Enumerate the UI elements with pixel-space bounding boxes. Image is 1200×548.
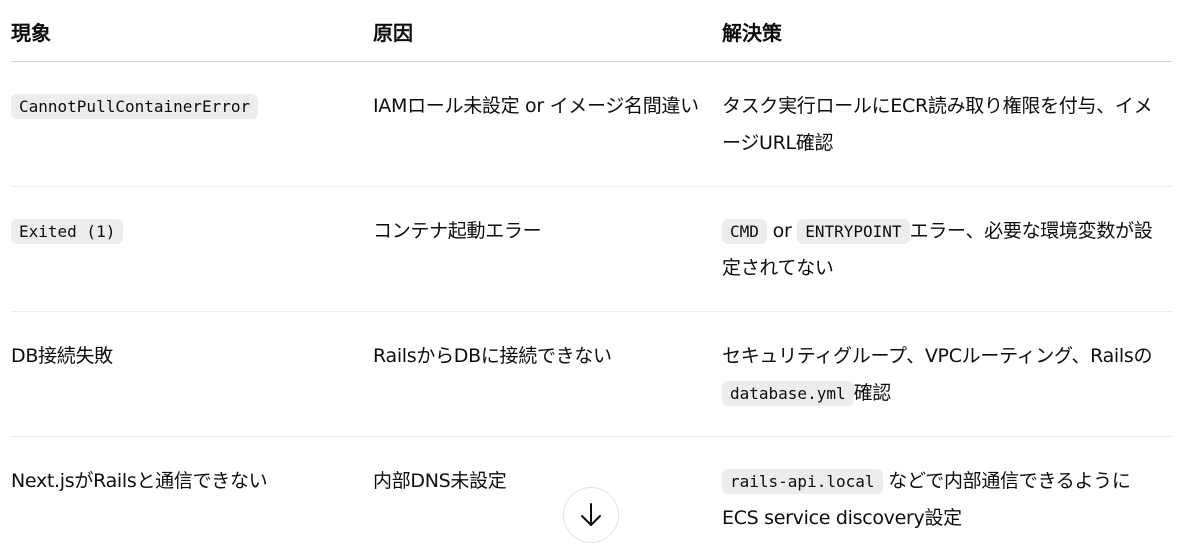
symptom-cell: CannotPullContainerError bbox=[11, 61, 373, 187]
solution-text: エラー、必要な環境変数が設定されてない bbox=[722, 219, 1153, 279]
scroll-to-bottom-button[interactable] bbox=[563, 487, 619, 543]
table-header-row: 現象 原因 解決策 bbox=[11, 0, 1172, 62]
arrow-down-icon bbox=[579, 502, 603, 528]
troubleshooting-table: 現象 原因 解決策 CannotPullContainerError IAMロー… bbox=[11, 0, 1172, 548]
cause-cell: 内部DNS未設定 bbox=[373, 469, 507, 492]
cause-cell: RailsからDBに接続できない bbox=[373, 311, 722, 437]
table-row: DB接続失敗 RailsからDBに接続できない セキュリティグループ、VPCルー… bbox=[11, 311, 1172, 437]
solution-text: 確認 bbox=[853, 381, 892, 404]
solution-cell: rails-api.local などで内部通信できるように ECS servic… bbox=[722, 436, 1172, 548]
symptom-cell: Exited (1) bbox=[11, 186, 373, 312]
symptom-cell: Next.jsがRailsと通信できない bbox=[11, 469, 268, 492]
inline-code: Exited (1) bbox=[11, 218, 124, 244]
table-row: CannotPullContainerError IAMロール未設定 or イメ… bbox=[11, 61, 1172, 187]
inline-code: database.yml bbox=[722, 380, 854, 406]
cause-cell: IAMロール未設定 or イメージ名間違い bbox=[373, 61, 722, 187]
header-solution: 解決策 bbox=[722, 0, 1172, 62]
inline-code: rails-api.local bbox=[722, 468, 883, 494]
troubleshooting-table-container: 現象 原因 解決策 CannotPullContainerError IAMロー… bbox=[11, 0, 1172, 548]
solution-text: or bbox=[766, 219, 798, 242]
inline-code: ENTRYPOINT bbox=[797, 218, 910, 244]
solution-cell: タスク実行ロールにECR読み取り権限を付与、イメージURL確認 bbox=[722, 61, 1172, 187]
header-cause: 原因 bbox=[373, 0, 722, 62]
header-symptom: 現象 bbox=[11, 0, 373, 62]
cause-cell: コンテナ起動エラー bbox=[373, 186, 722, 312]
inline-code: CannotPullContainerError bbox=[11, 93, 259, 119]
table-row: Next.jsがRailsと通信できない 内部DNS未設定 rails-api.… bbox=[11, 436, 1172, 548]
solution-text: セキュリティグループ、VPCルーティング、Railsの bbox=[722, 344, 1153, 367]
inline-code: CMD bbox=[722, 218, 767, 244]
symptom-cell: DB接続失敗 bbox=[11, 311, 373, 437]
solution-text: などで内部通信できるように ECS service discovery設定 bbox=[722, 469, 1131, 529]
